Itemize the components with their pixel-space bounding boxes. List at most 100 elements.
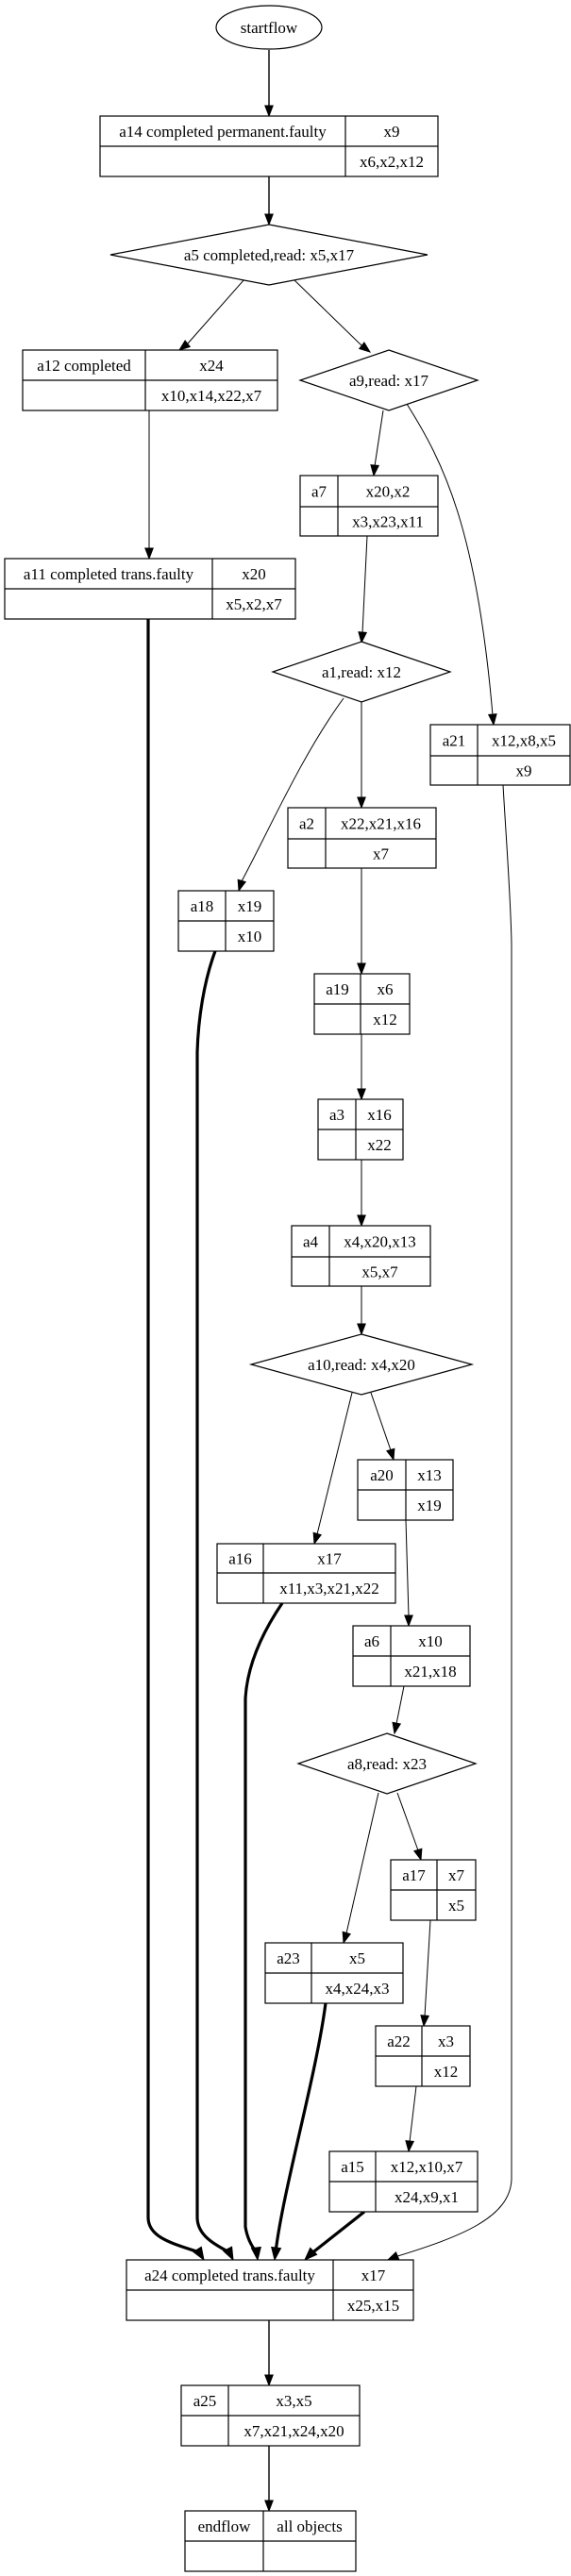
decision-label: a9,read: x17 [349,372,429,390]
edge-a9-to-a21 [406,403,497,727]
read-objects: x4,x24,x3 [326,1980,390,1998]
edge-line [396,1792,419,1851]
activity-name: a20 [370,1466,394,1484]
edge-line [424,1919,431,2017]
arrowhead-icon [358,631,368,644]
arrowhead-icon [358,342,372,353]
written-objects: x17 [317,1550,342,1568]
decision-node-shape [298,349,479,411]
arrowhead-icon [271,2246,282,2262]
read-objects: x9 [516,762,532,780]
arrowhead-icon [487,713,497,727]
node-a1[interactable]: a1,read: x12 [271,641,452,703]
read-objects: x10,x14,x22,x7 [161,387,262,405]
edge-a3-to-a4 [357,1160,366,1228]
read-objects: x22 [367,1136,392,1154]
edge-line [361,535,368,634]
written-objects: x9 [384,123,400,141]
node-a7[interactable]: a7 x20,x2 x3,x23,x11 [299,475,439,537]
read-objects: x12 [434,2063,459,2081]
written-objects: x12,x8,x5 [492,732,556,750]
edge-line [395,1685,405,1725]
decision-label: a10,read: x4,x20 [308,1356,415,1374]
arrowhead-icon [405,2140,415,2153]
arrowhead-icon [420,2015,430,2028]
record-node-shape [429,724,571,786]
edge-line [241,697,344,882]
edges-layer [144,50,512,2513]
written-objects: all objects [277,2517,342,2535]
edge-line [409,2085,417,2143]
read-objects: x19 [417,1497,442,1514]
written-objects: x13 [417,1466,442,1484]
edge-a8-to-a23 [342,1792,379,1945]
activity-name: a19 [326,980,349,998]
record-node-shape [291,1225,431,1287]
arrowhead-icon [250,2246,261,2262]
read-objects: x5,x2,x7 [226,595,282,613]
node-a20[interactable]: a20 x13 x19 [357,1459,454,1521]
arrowhead-icon [357,1088,366,1101]
arrowhead-icon [177,340,192,351]
edge-line [405,1519,410,1617]
activity-name: a22 [387,2032,411,2050]
edge-a10-to-a16 [312,1392,353,1546]
written-objects: x7 [448,1866,465,1884]
activity-name: a4 [303,1233,319,1251]
edge-a8-to-a17 [396,1792,423,1862]
node-a10[interactable]: a10,read: x4,x20 [248,1333,475,1396]
edge-a7-to-a1 [358,535,368,644]
record-node-shape [299,475,439,537]
edge-a18-to-a24 [195,950,234,2262]
arrowhead-icon [193,2246,205,2262]
read-objects: x10 [238,928,262,945]
edge-line [187,278,245,344]
decision-label: a8,read: x23 [347,1755,427,1773]
written-objects: x20,x2 [366,483,411,501]
written-objects: x22,x21,x16 [341,815,421,833]
activity-name: a3 [329,1106,344,1124]
activity-name: a23 [277,1949,300,1967]
edge-a14-to-a5 [264,176,274,226]
read-objects: x3,x23,x11 [352,513,424,531]
edge-line [195,950,230,2254]
arrowhead-icon [264,213,274,226]
edge-a4-to-a10 [357,1286,366,1336]
arrowhead-icon [312,1531,323,1546]
edge-a24-to-a25 [264,2320,274,2387]
node-startflow[interactable]: startflow [215,5,323,50]
node-a8[interactable]: a8,read: x23 [296,1732,478,1795]
edge-a12-to-a11 [144,410,154,560]
edge-a23-to-a24 [271,2002,327,2262]
edge-line [406,403,494,716]
node-label: startflow [241,19,298,37]
activity-name: a16 [228,1550,252,1568]
node-a9[interactable]: a9,read: x17 [298,349,479,411]
arrowhead-icon [264,2500,274,2513]
read-objects: x6,x2,x12 [360,153,424,171]
written-objects: x10 [418,1632,443,1650]
written-objects: x24 [199,357,224,375]
activity-name: a7 [311,483,327,501]
node-a5[interactable]: a5 completed,read: x5,x17 [109,224,428,286]
read-objects: x7,x21,x24,x20 [244,2422,344,2440]
read-objects: x5 [448,1897,464,1915]
